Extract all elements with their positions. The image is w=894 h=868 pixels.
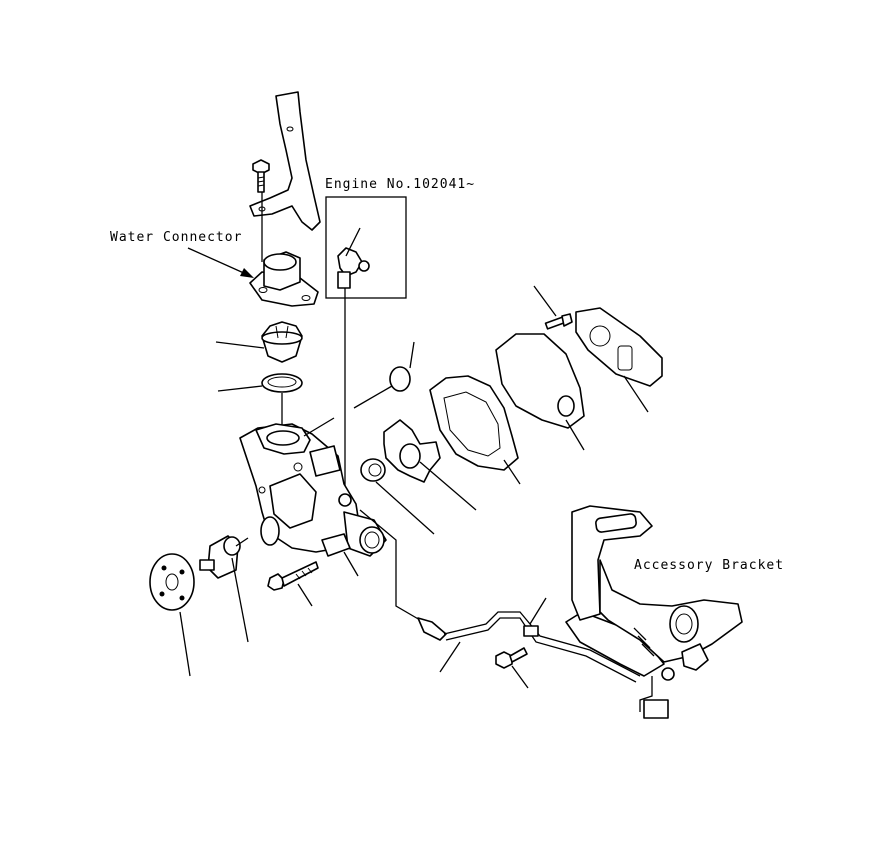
- thermostat-seal: [217, 373, 303, 426]
- pump-cover: [495, 333, 585, 451]
- cover-gasket: [575, 307, 663, 413]
- clamp-bolt: [495, 647, 529, 689]
- pump-seal: [360, 458, 435, 535]
- connector-bolt: [252, 159, 270, 262]
- engine-number-label: Engine No.102041~: [325, 177, 476, 192]
- thermostat: [215, 321, 303, 363]
- accessory-bracket: [565, 505, 743, 719]
- long-bolt: [267, 561, 319, 607]
- accessory-bracket-label: Accessory Bracket: [634, 558, 785, 573]
- water-connector: [187, 247, 319, 307]
- plug: [353, 341, 415, 409]
- sensor-pipe: [359, 509, 641, 683]
- pump-shaft: [199, 535, 249, 643]
- cover-bolt: [533, 285, 573, 330]
- impeller: [383, 419, 477, 511]
- water-connector-label: Water Connector: [110, 230, 243, 245]
- pulley-flange: [149, 553, 195, 677]
- water-pump-body: [239, 417, 387, 577]
- engine-number-box: [325, 196, 407, 500]
- gasket: [429, 375, 521, 485]
